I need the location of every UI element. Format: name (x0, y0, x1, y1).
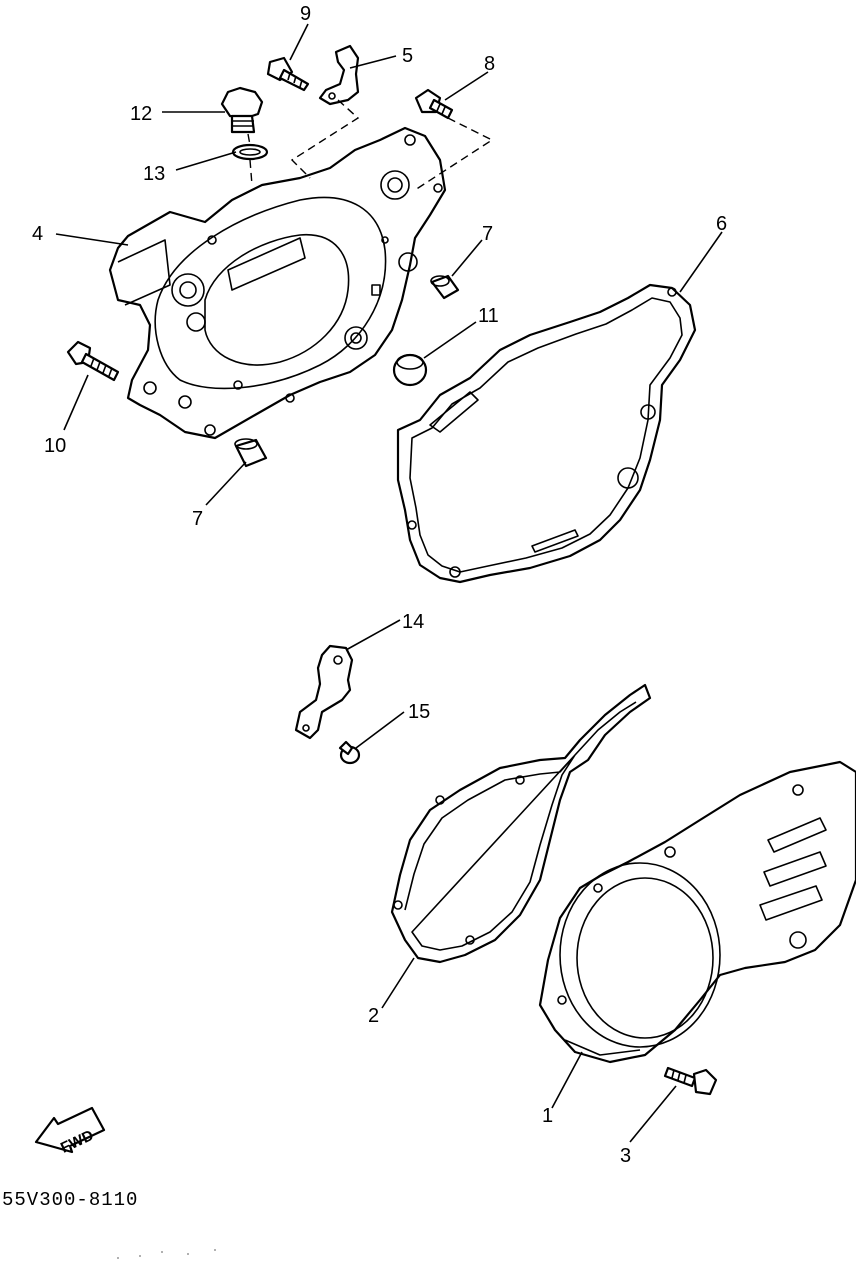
screw-part-15 (338, 740, 361, 765)
callout-4: 4 (32, 223, 43, 245)
bolt-part-8 (414, 88, 454, 120)
crankcase-cover-part-1 (538, 760, 856, 1064)
oil-filler-plug-part-12 (220, 86, 264, 134)
callout-1: 1 (542, 1105, 553, 1127)
bracket-part-14 (294, 644, 354, 740)
bracket-part-5 (318, 44, 360, 106)
forward-direction-arrow: FWD (34, 1106, 106, 1157)
callout-5: 5 (402, 45, 413, 67)
leader-lines (55, 23, 723, 1143)
bolt-part-9 (266, 56, 310, 92)
callout-7-upper: 7 (482, 223, 493, 245)
crankcase-cover-part-4 (108, 126, 447, 440)
callout-12: 12 (130, 103, 152, 125)
callout-9: 9 (300, 3, 311, 25)
gasket-part-2 (390, 683, 652, 964)
callout-8: 8 (484, 53, 495, 75)
bolt-part-3 (663, 1066, 718, 1096)
dowel-pin-part-7-upper (430, 274, 460, 300)
bolt-part-10 (66, 340, 120, 382)
callout-11: 11 (478, 305, 499, 327)
callout-13: 13 (143, 163, 165, 185)
dowel-pin-part-7-lower (234, 438, 268, 468)
callout-6: 6 (716, 213, 727, 235)
callout-14: 14 (402, 611, 424, 633)
scan-specks (117, 1249, 216, 1259)
callout-3: 3 (620, 1145, 631, 1167)
oil-seal-part-11 (392, 353, 428, 387)
callout-10: 10 (44, 435, 66, 457)
gasket-part-6 (396, 283, 697, 584)
o-ring-part-13 (231, 143, 269, 161)
callout-15: 15 (408, 701, 430, 723)
callout-7-lower: 7 (192, 508, 203, 530)
callout-2: 2 (368, 1005, 379, 1027)
diagram-code: 55V300-8110 (2, 1189, 138, 1211)
